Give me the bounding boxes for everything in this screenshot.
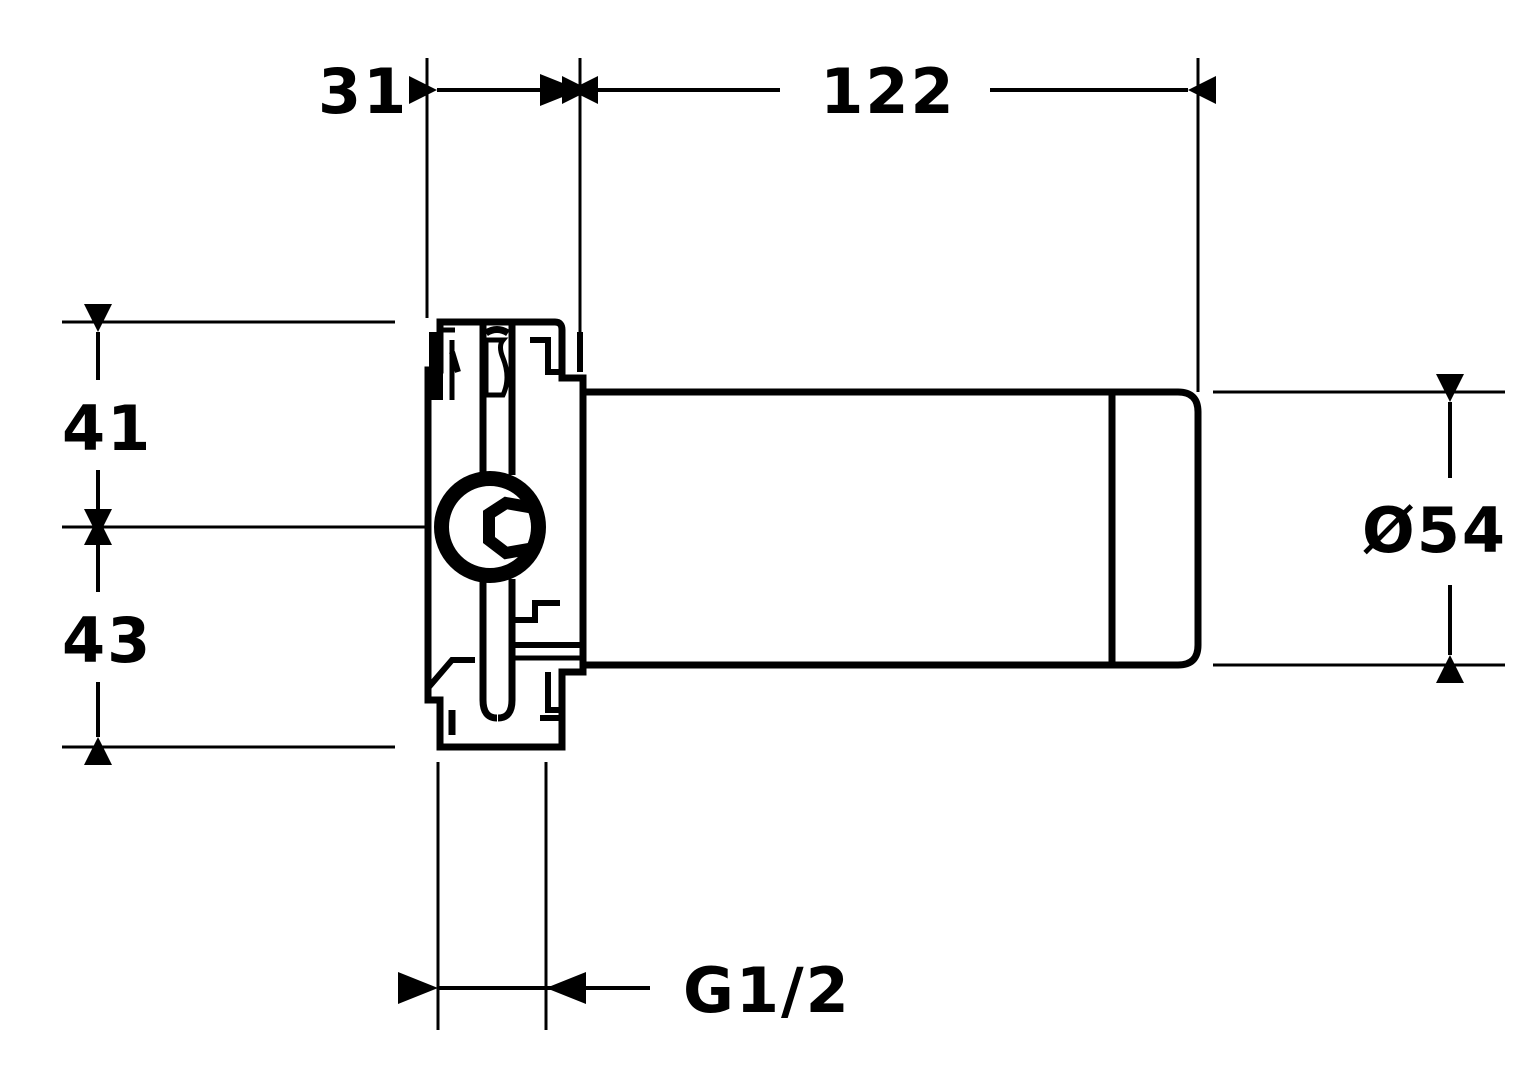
- sleeve-barrel: [583, 388, 1116, 669]
- valve-stem-packing: [483, 337, 510, 398]
- dimension-label-thread-g12: G1/2: [683, 954, 851, 1027]
- extension-lines-group: [62, 58, 1505, 1030]
- g12-arrow-right: [546, 972, 586, 1004]
- valve-lower-stem-right: [497, 579, 516, 722]
- valve-body-group: [424, 318, 587, 751]
- dimension-label-43: 43: [62, 604, 152, 677]
- valve-lower-port-upper: [513, 600, 560, 623]
- dimension-lines-group: [84, 76, 1464, 990]
- dim-31-extra-arrowheads: [540, 74, 580, 106]
- valve-body-detail-tick-upper: [449, 351, 461, 373]
- sleeve-end-cap: [1108, 388, 1202, 669]
- dimension-label-31: 31: [318, 55, 408, 128]
- dimension-label-122: 122: [820, 55, 955, 128]
- sleeve-group: [583, 388, 1202, 669]
- dimension-label-diameter-54: Ø54: [1362, 494, 1507, 567]
- valve-shoulder-top-step: [530, 337, 562, 375]
- valve-cartridge-key: [483, 496, 545, 560]
- valve-lower-stem-left: [479, 579, 498, 722]
- arrow-31-outward-right: [540, 74, 580, 106]
- valve-lower-right-step: [545, 672, 562, 713]
- valve-stem-cap: [484, 326, 510, 337]
- dimension-label-41: 41: [62, 392, 152, 465]
- g12-arrowheads: [398, 972, 586, 1004]
- g12-arrow-left: [398, 972, 438, 1004]
- valve-body-outline: [424, 318, 587, 751]
- valve-lower-left-taper: [425, 657, 475, 690]
